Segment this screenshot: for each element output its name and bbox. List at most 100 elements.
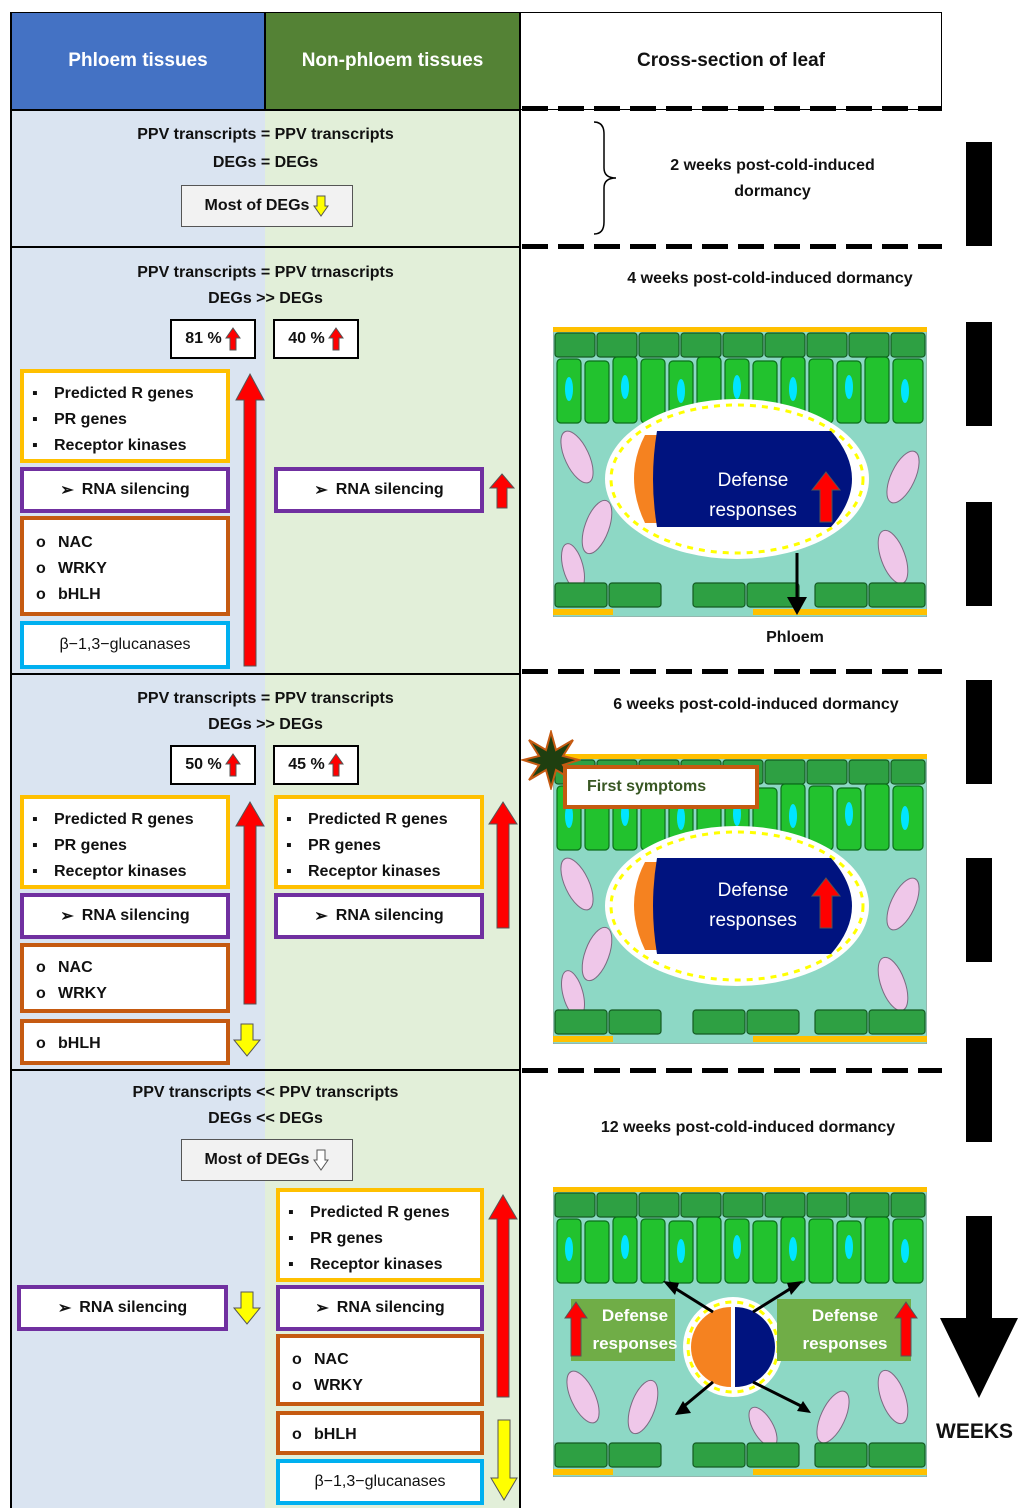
square-bullet-icon: ▪ — [32, 385, 38, 402]
stage3-leaf-cross-section — [553, 754, 927, 1044]
stage1-summary-text: Most of DEGs — [204, 197, 310, 214]
stage4-phloem-down-arrow — [232, 1291, 262, 1325]
square-bullet-icon: ▪ — [32, 837, 38, 854]
stage2-phloem-resistance-box: ▪ Predicted R genes ▪ PR genes ▪ Receptor k… — [20, 369, 230, 463]
stage2-phloem-glucanase-box: β−1,3−glucanases — [20, 621, 230, 669]
stage2-non-phloem-up-arrow — [488, 473, 516, 509]
gene-item: PR genes — [54, 837, 127, 854]
spongy-cells — [560, 857, 920, 1018]
stage3-non-phloem-rna-box: ➢RNA silencing — [274, 893, 484, 939]
gene-item: Receptor kinases — [308, 863, 441, 880]
gene-item: RNA silencing — [336, 1299, 445, 1316]
time-axis-segment — [966, 858, 992, 962]
stage3-phloem-down-arrow — [232, 1023, 262, 1057]
gene-item: Predicted R genes — [308, 811, 448, 828]
square-bullet-icon: ▪ — [32, 437, 38, 454]
arrow-bullet-icon: ➢ — [314, 482, 328, 499]
stage4-phloem-rna-box: ➢RNA silencing — [17, 1285, 228, 1331]
down-arrow-icon — [313, 195, 330, 217]
stage4-leaf-right-text: Defense responses — [802, 1306, 888, 1353]
stage3-leaf-up-arrow — [810, 877, 842, 929]
arrow-bullet-icon: ➢ — [60, 482, 74, 499]
circle-bullet-icon: o — [292, 1426, 302, 1443]
left-border — [10, 12, 12, 1508]
stage2-leaf-center-text: Defense responses — [709, 470, 797, 521]
time-axis-segment — [966, 1216, 992, 1320]
square-bullet-icon: ▪ — [286, 863, 292, 880]
up-arrow-icon — [327, 753, 344, 777]
stage3-phloem-rna-box: ➢RNA silencing — [20, 893, 230, 939]
stage2-non-phloem-percent: 40 % — [273, 319, 359, 359]
stage3-leaf-center-text: Defense responses — [709, 880, 797, 931]
spongy-cells — [566, 1369, 909, 1448]
circle-bullet-icon: o — [36, 560, 46, 577]
stage2-ppv-comparison: PPV transcripts = PPV trnascripts — [137, 264, 394, 281]
stage3-phloem-up-arrow — [235, 801, 265, 1005]
square-bullet-icon: ▪ — [288, 1230, 294, 1247]
stage2-leaf-cross-section — [553, 327, 927, 617]
time-axis-segment — [966, 502, 992, 606]
stage3-phloem-resistance-box: ▪Predicted R genes ▪PR genes ▪Receptor k… — [20, 795, 230, 889]
square-bullet-icon: ▪ — [32, 811, 38, 828]
gene-item: WRKY — [58, 985, 107, 1002]
gene-item: PR genes — [310, 1230, 383, 1247]
time-axis-segment — [966, 1038, 992, 1142]
arrow-bullet-icon: ➢ — [60, 908, 74, 925]
epidermis-bottom — [554, 1442, 926, 1468]
stage4-non-phloem-rna-box: ➢ RNA silencing — [276, 1285, 484, 1331]
stage3-symptom-label: First symptoms — [563, 765, 759, 809]
stage1-deg-comparison: DEGs = DEGs — [212, 154, 319, 171]
stage2-phloem-up-arrow — [235, 372, 265, 667]
gene-item: β−1,3−glucanases — [314, 1473, 446, 1490]
stage4-summary-box: Most of DEGs — [181, 1139, 353, 1181]
gene-item: PR genes — [308, 837, 381, 854]
stage3-non-phloem-up-arrow — [488, 801, 518, 929]
header-phloem: Phloem tissues — [11, 12, 265, 110]
epidermis-top — [554, 1192, 926, 1218]
gene-item: Predicted R genes — [54, 811, 194, 828]
time-axis-segment — [966, 142, 992, 246]
header-non-phloem: Non-phloem tissues — [265, 12, 520, 110]
square-bullet-icon: ▪ — [32, 863, 38, 880]
stage4-non-phloem-down-arrow — [490, 1419, 518, 1501]
stage3-deg-comparison: DEGs >> DEGs — [208, 716, 323, 733]
percent-text: 50 % — [185, 756, 222, 773]
stage-dashed-line — [522, 1068, 942, 1073]
time-axis-label: WEEKS — [936, 1420, 1014, 1443]
spongy-cells — [560, 430, 920, 591]
circle-bullet-icon: o — [36, 985, 46, 1002]
percent-text: 81 % — [185, 330, 222, 347]
symptom-text: First symptoms — [587, 778, 707, 795]
square-bullet-icon: ▪ — [32, 411, 38, 428]
stage1-brace — [593, 121, 617, 235]
stage-dashed-line — [522, 106, 942, 111]
arrow-bullet-icon: ➢ — [315, 1300, 329, 1317]
stage-dashed-line — [522, 669, 942, 674]
stage4-non-phloem-up-arrow — [488, 1194, 518, 1398]
gene-item: Predicted R genes — [54, 385, 194, 402]
gene-item: WRKY — [58, 560, 107, 577]
row-divider — [11, 673, 520, 675]
epidermis-top — [554, 332, 926, 358]
square-bullet-icon: ▪ — [288, 1204, 294, 1221]
percent-text: 45 % — [288, 756, 325, 773]
gene-item: RNA silencing — [79, 1299, 188, 1316]
row-divider — [11, 109, 520, 111]
circle-bullet-icon: o — [36, 534, 46, 551]
time-axis-segment — [966, 322, 992, 426]
time-axis-segment — [966, 680, 992, 784]
stage2-phloem-label: Phloem — [766, 629, 824, 646]
stage4-summary-text: Most of DEGs — [204, 1151, 310, 1168]
stage4-left-up-arrow — [564, 1301, 588, 1357]
stage1-summary-box: Most of DEGs — [181, 185, 353, 227]
header-cross-section: Cross-section of leaf — [520, 12, 942, 110]
stage3-phloem-percent: 50 % — [170, 745, 256, 785]
gene-item: PR genes — [54, 411, 127, 428]
stage2-phloem-percent: 81 % — [170, 319, 256, 359]
gene-item: Receptor kinases — [54, 437, 187, 454]
square-bullet-icon: ▪ — [288, 1256, 294, 1273]
stage2-non-phloem-rna-box: ➢RNA silencing — [274, 467, 484, 513]
